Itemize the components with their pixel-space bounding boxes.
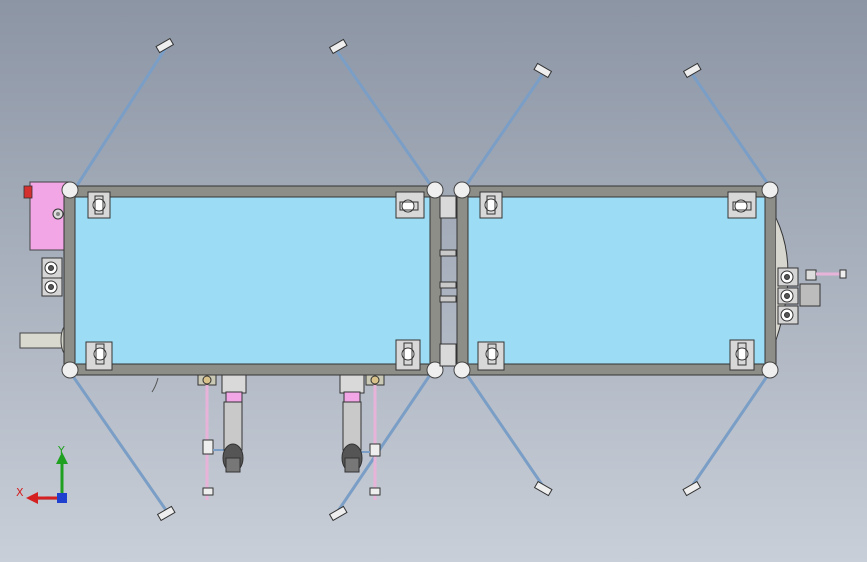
caster-mount-r-tr	[727, 191, 757, 219]
left-shaft	[19, 325, 72, 355]
bottom-mechanism-right	[339, 374, 385, 500]
frame-right	[453, 181, 779, 379]
panel-left	[69, 191, 436, 369]
caster-mount-tl	[87, 191, 111, 219]
triad-label-x: X	[16, 486, 24, 499]
left-roller-clamps	[41, 257, 63, 297]
caster-mount-r-br	[729, 339, 755, 371]
arm-top-right	[688, 69, 772, 189]
arm-end-caps	[155, 37, 702, 522]
support-arms	[68, 37, 772, 522]
arm-bottom-mid-left	[334, 370, 434, 516]
arm-top-mid-right	[463, 69, 547, 189]
arm-bottom-mid-right	[463, 370, 547, 491]
caster-mount-r-tl	[479, 191, 503, 219]
arm-top-mid-left	[332, 45, 434, 189]
motor-connector	[23, 185, 33, 199]
panel-right	[461, 191, 773, 369]
triad-label-y: Y	[57, 444, 65, 457]
caster-mount-r-bl	[477, 341, 505, 371]
arm-bottom-left	[68, 370, 170, 515]
caster-mount-br	[395, 339, 421, 371]
caster-mount-tr	[395, 191, 425, 219]
bottom-mechanism-left	[197, 374, 247, 500]
frame-left	[61, 181, 444, 379]
right-drive-unit	[775, 217, 847, 341]
arm-bottom-right	[688, 370, 772, 491]
coordinate-triad: Y X	[16, 444, 68, 504]
frame-connectors	[439, 195, 457, 367]
hidden-edge-mark	[151, 377, 159, 393]
arm-top-left	[74, 44, 169, 189]
caster-mount-bl	[85, 341, 113, 371]
